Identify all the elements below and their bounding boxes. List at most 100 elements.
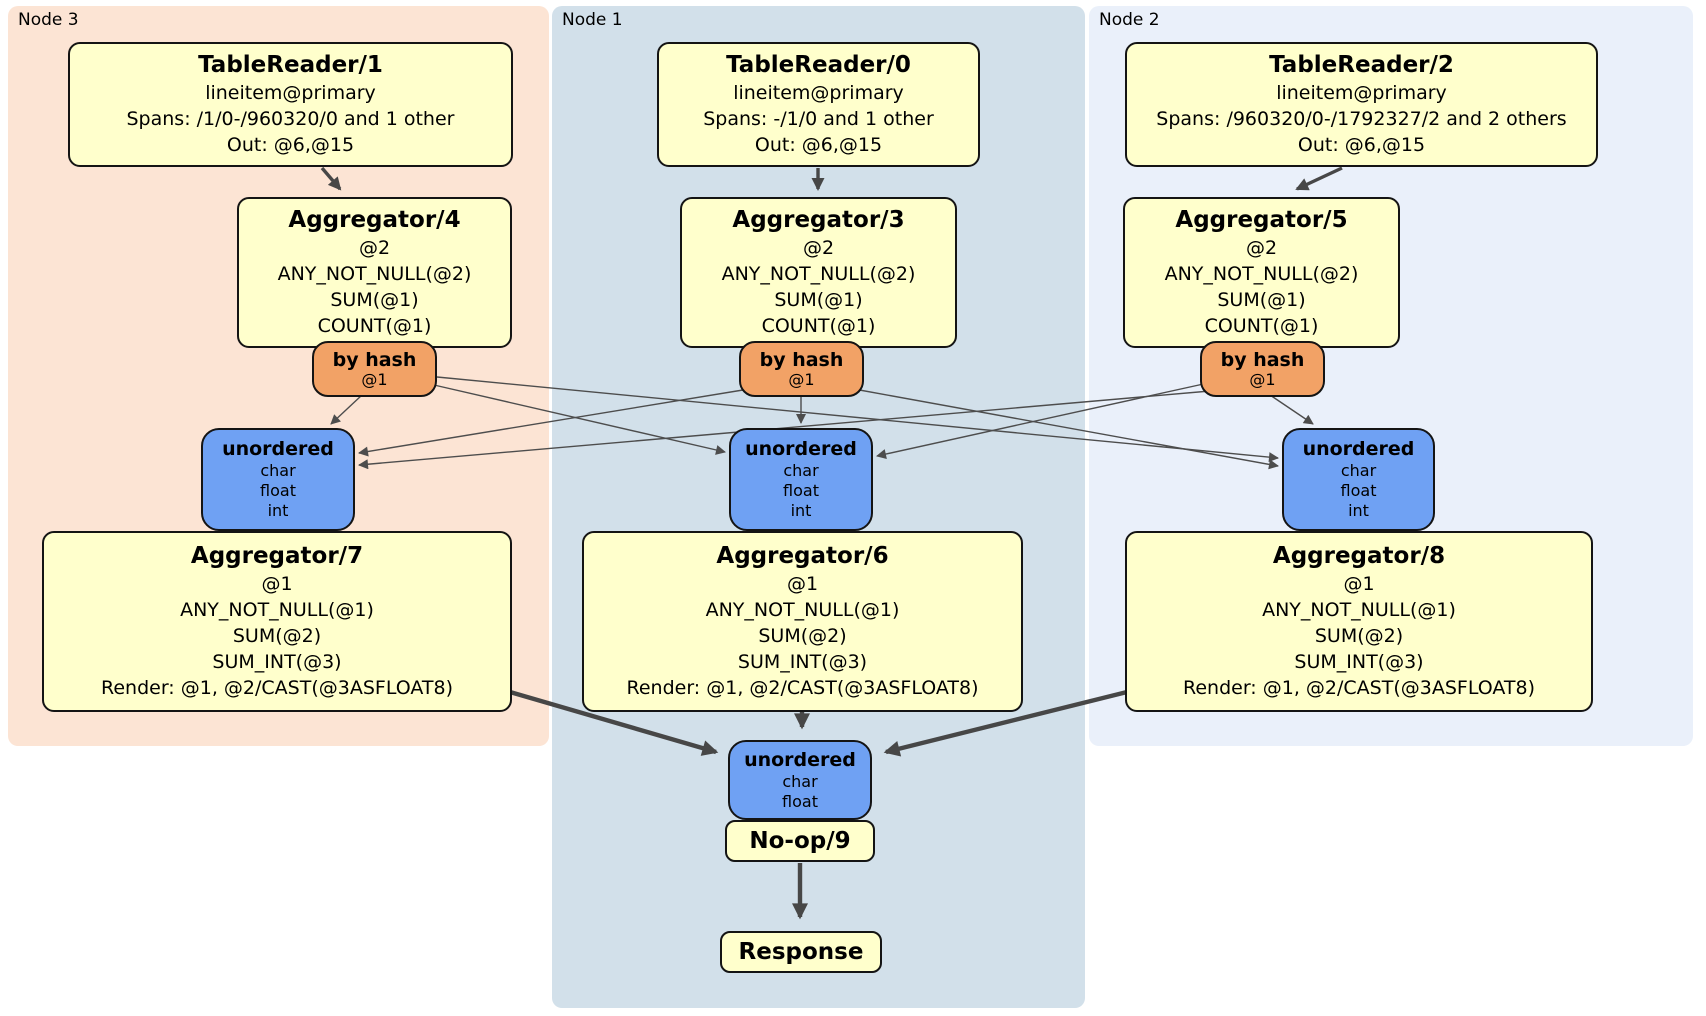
processor-tablereader-2: TableReader/2 lineitem@primary Spans: /9… [1125,42,1598,167]
router-title: by hash [332,349,417,371]
processor-title: TableReader/1 [198,52,383,78]
processor-spans: Spans: /1/0-/960320/0 and 1 other [126,108,455,130]
processor-aggregator-8: Aggregator/8 @1 ANY_NOT_NULL(@1) SUM(@2)… [1125,531,1593,712]
processor-title: TableReader/2 [1269,52,1454,78]
router-by-hash-left: by hash @1 [312,341,437,397]
agg-render: Render: @1, @2/CAST(@3ASFLOAT8) [101,677,453,699]
sync-type: char [1340,461,1377,480]
processor-out: Out: @6,@15 [1297,134,1426,156]
agg-func: SUM(@2) [758,625,847,647]
edge-routerM-syncL [358,388,750,457]
processor-noop: No-op/9 [725,820,875,862]
agg-group-cols: @1 [1343,573,1375,595]
processor-aggregator-6: Aggregator/6 @1 ANY_NOT_NULL(@1) SUM(@2)… [582,531,1023,712]
agg-func: SUM_INT(@3) [1294,651,1424,673]
processor-title: Aggregator/6 [716,543,889,569]
sync-type: float [260,481,296,500]
sync-type: char [783,461,819,480]
agg-func: SUM(@1) [774,289,863,311]
processor-tablereader-0: TableReader/0 lineitem@primary Spans: -/… [657,42,980,167]
agg-group-cols: @2 [358,237,391,259]
router-title: by hash [759,349,844,371]
sync-unordered-final: unordered char float [728,740,872,820]
sync-type: int [267,501,289,520]
router-by-hash-middle: by hash @1 [739,341,864,397]
agg-func: SUM(@1) [330,289,419,311]
router-by-hash-right: by hash @1 [1200,341,1325,397]
processor-index: lineitem@primary [1276,82,1447,104]
router-title: by hash [1220,349,1305,371]
agg-func: ANY_NOT_NULL(@1) [705,599,900,621]
sync-type: int [1348,501,1369,520]
processor-title: Aggregator/3 [732,207,905,233]
processor-title: No-op/9 [749,828,851,854]
agg-func: SUM(@1) [1217,289,1306,311]
agg-func: COUNT(@1) [317,315,432,337]
processor-title: Aggregator/8 [1272,543,1446,569]
sync-title: unordered [745,438,857,460]
processor-title: Aggregator/7 [190,543,364,569]
agg-func: SUM_INT(@3) [737,651,868,673]
sync-type: char [782,771,818,791]
processor-aggregator-4: Aggregator/4 @2 ANY_NOT_NULL(@2) SUM(@1)… [237,197,512,348]
edge-agg7-syncF [509,689,719,756]
agg-func: ANY_NOT_NULL(@2) [1164,263,1359,285]
sync-unordered-left: unordered char float int [201,428,355,531]
router-key: @1 [1249,370,1276,389]
processor-spans: Spans: /960320/0-/1792327/2 and 2 others [1156,108,1567,130]
agg-render: Render: @1, @2/CAST(@3ASFLOAT8) [626,677,979,699]
agg-group-cols: @1 [786,573,819,595]
router-key: @1 [361,370,388,389]
agg-func: ANY_NOT_NULL(@1) [180,599,374,621]
edge-tr2-agg5 [1295,166,1343,191]
sync-type: float [1340,481,1377,500]
sync-type: float [782,791,818,811]
processor-title: TableReader/0 [726,52,911,78]
edge-routerR-syncM [876,382,1209,459]
agg-func: COUNT(@1) [761,315,876,337]
sync-title: unordered [744,748,856,771]
router-key: @1 [788,370,815,389]
agg-func: COUNT(@1) [1204,315,1319,337]
processor-aggregator-3: Aggregator/3 @2 ANY_NOT_NULL(@2) SUM(@1)… [680,197,957,348]
sync-title: unordered [222,438,334,460]
edge-tr1-agg4 [320,166,342,191]
node1-label: Node 1 [562,10,623,30]
processor-index: lineitem@primary [205,82,376,104]
node2-label: Node 2 [1099,10,1160,30]
processor-out: Out: @6,@15 [754,134,883,156]
edge-routerR-syncR [1269,394,1314,425]
agg-func: ANY_NOT_NULL(@1) [1262,599,1456,621]
processor-out: Out: @6,@15 [226,134,355,156]
processor-aggregator-5: Aggregator/5 @2 ANY_NOT_NULL(@2) SUM(@1)… [1123,197,1400,348]
edge-routerL-syncM [433,384,726,455]
processor-title: Response [738,939,864,965]
node3-label: Node 3 [18,10,79,30]
processor-spans: Spans: -/1/0 and 1 other [703,108,934,130]
processor-title: Aggregator/4 [288,207,461,233]
processor-index: lineitem@primary [733,82,904,104]
processor-response: Response [720,931,882,973]
sync-type: float [783,481,819,500]
sync-type: int [790,501,812,520]
edge-agg8-syncF [883,689,1128,757]
agg-render: Render: @1, @2/CAST(@3ASFLOAT8) [1183,677,1535,699]
agg-func: SUM(@2) [1314,625,1404,647]
sync-unordered-right: unordered char float int [1282,428,1435,531]
sync-title: unordered [1302,438,1415,460]
agg-group-cols: @1 [261,573,293,595]
edge-routerM-syncR [853,388,1279,470]
sync-type: char [260,461,296,480]
agg-group-cols: @2 [802,237,835,259]
agg-func: SUM_INT(@3) [212,651,342,673]
processor-tablereader-1: TableReader/1 lineitem@primary Spans: /1… [68,42,513,167]
processor-aggregator-7: Aggregator/7 @1 ANY_NOT_NULL(@1) SUM(@2)… [42,531,512,712]
agg-func: SUM(@2) [232,625,322,647]
agg-func: ANY_NOT_NULL(@2) [277,263,472,285]
edge-routerL-syncL [330,394,363,425]
edge-routerL-syncR [436,376,1279,463]
agg-group-cols: @2 [1245,237,1278,259]
sync-unordered-middle: unordered char float int [729,428,873,531]
processor-title: Aggregator/5 [1175,207,1348,233]
